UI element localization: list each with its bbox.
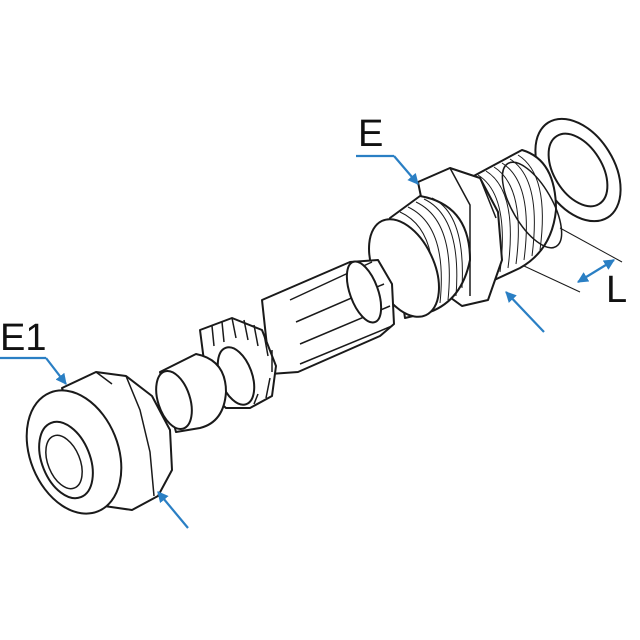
sealing-ring [534, 117, 622, 223]
label-l-group: L [523, 227, 627, 311]
clamping-insert [261, 259, 395, 375]
dome-cap-nut [25, 371, 173, 515]
pointer-arrow-body-nut [505, 291, 545, 333]
pointer-arrow-cap-nut [157, 491, 189, 529]
label-e: E [358, 113, 383, 155]
seal-insert [155, 353, 227, 433]
leader-arrow-e [393, 155, 419, 185]
label-e1: E1 [0, 317, 46, 359]
dimension-extension-top [559, 227, 623, 263]
label-e-group: E [356, 113, 419, 185]
label-e1-group: E1 [0, 317, 67, 385]
label-l: L [606, 269, 627, 311]
dimension-arrow-l [577, 259, 615, 283]
leader-arrow-e1 [45, 357, 67, 385]
dimension-extension-bottom [523, 265, 581, 293]
